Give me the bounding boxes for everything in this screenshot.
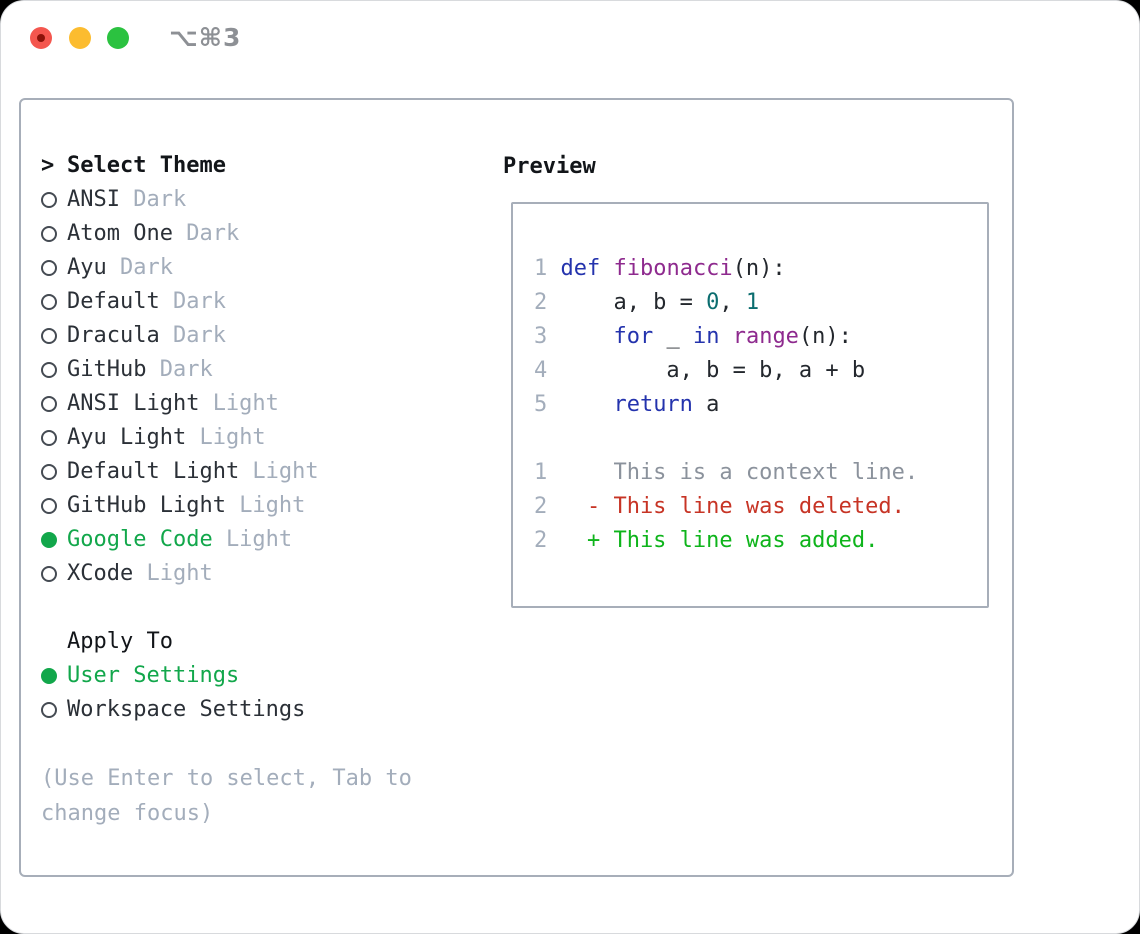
selected-radio-icon: [41, 668, 57, 684]
apply-option-label: User Settings: [67, 663, 240, 688]
theme-variant-badge: Light: [212, 391, 279, 416]
theme-option-ayu-dark[interactable]: Ayu Dark: [41, 251, 319, 285]
theme-list-title: Select Theme: [67, 153, 226, 178]
line-number: 2: [534, 494, 548, 519]
help-text: (Use Enter to select, Tab to change focu…: [41, 766, 412, 826]
theme-variant-badge: Dark: [159, 357, 213, 382]
theme-name: XCode: [67, 561, 134, 586]
line-number: 1: [534, 256, 548, 281]
theme-variant-badge: Light: [225, 527, 293, 552]
theme-option-ansi-light-light[interactable]: ANSI Light Light: [41, 387, 319, 421]
theme-name: Atom One: [67, 221, 173, 246]
radio-icon: [41, 464, 57, 480]
code-line: 4 a, b = b, a + b: [534, 354, 987, 388]
theme-variant-badge: Light: [239, 493, 306, 518]
line-number: 4: [534, 358, 548, 383]
radio-icon: [41, 702, 57, 718]
theme-option-github-light-light[interactable]: GitHub Light Light: [41, 489, 319, 523]
theme-variant-badge: Dark: [186, 221, 240, 246]
line-number: 1: [534, 460, 548, 485]
preview-title: Preview: [503, 153, 596, 179]
theme-option-ansi-dark[interactable]: ANSI Dark: [41, 183, 319, 217]
theme-variant-badge: Light: [146, 561, 213, 586]
theme-name: Ayu Light: [67, 425, 187, 450]
apply-to-title: Apply To: [67, 629, 173, 654]
line-number: 3: [534, 324, 548, 349]
line-number: 5: [534, 392, 548, 417]
blank-line: [534, 422, 987, 456]
apply-option-user-settings[interactable]: User Settings: [41, 659, 305, 693]
line-number: 2: [534, 528, 548, 553]
theme-option-dracula-dark[interactable]: Dracula Dark: [41, 319, 319, 353]
theme-name: Dracula: [67, 323, 160, 348]
diff-deleted-line: 2 - This line was deleted.: [534, 490, 987, 524]
close-button[interactable]: [30, 27, 52, 49]
theme-variant-badge: Light: [199, 425, 266, 450]
theme-name: GitHub: [67, 357, 147, 382]
apply-to-header: Apply To: [41, 625, 305, 659]
focus-arrow-icon: >: [41, 153, 55, 178]
radio-icon: [41, 260, 57, 276]
radio-icon: [41, 430, 57, 446]
theme-name: Ayu: [67, 255, 107, 280]
radio-icon: [41, 294, 57, 310]
theme-variant-badge: Dark: [133, 187, 187, 212]
radio-icon: [41, 328, 57, 344]
theme-list-header: > Select Theme: [41, 149, 319, 183]
theme-option-default-light-light[interactable]: Default Light Light: [41, 455, 319, 489]
radio-icon: [41, 498, 57, 514]
radio-icon: [41, 192, 57, 208]
apply-option-workspace-settings[interactable]: Workspace Settings: [41, 693, 305, 727]
radio-icon: [41, 226, 57, 242]
selected-radio-icon: [41, 532, 57, 548]
diff-added-line: 2 + This line was added.: [534, 524, 987, 558]
theme-option-xcode-light[interactable]: XCode Light: [41, 557, 319, 591]
theme-option-ayu-light-light[interactable]: Ayu Light Light: [41, 421, 319, 455]
theme-name: ANSI: [67, 187, 120, 212]
window-title: ⌥⌘3: [169, 23, 242, 52]
apply-option-label: Workspace Settings: [67, 697, 306, 722]
line-number: 2: [534, 290, 548, 315]
theme-variant-badge: Dark: [119, 255, 173, 280]
theme-variant-badge: Dark: [172, 289, 226, 314]
code-line: 3 for _ in range(n):: [534, 320, 987, 354]
theme-name: Google Code: [67, 527, 213, 552]
theme-variant-badge: Light: [252, 459, 319, 484]
code-line: 5 return a: [534, 388, 987, 422]
zoom-button[interactable]: [107, 27, 129, 49]
theme-name: GitHub Light: [67, 493, 226, 518]
theme-name: Default Light: [67, 459, 240, 484]
theme-option-default-dark[interactable]: Default Dark: [41, 285, 319, 319]
code-line: 2 a, b = 0, 1: [534, 286, 987, 320]
unsaved-indicator-dot: [37, 34, 45, 42]
theme-option-atom-one-dark[interactable]: Atom One Dark: [41, 217, 319, 251]
radio-icon: [41, 396, 57, 412]
minimize-button[interactable]: [69, 27, 91, 49]
theme-name: ANSI Light: [67, 391, 200, 416]
theme-option-github-dark[interactable]: GitHub Dark: [41, 353, 319, 387]
title-bar: ⌥⌘3: [1, 1, 1139, 73]
theme-name: Default: [67, 289, 160, 314]
radio-icon: [41, 362, 57, 378]
theme-option-google-code-light[interactable]: Google Code Light: [41, 523, 319, 557]
diff-context-line: 1 This is a context line.: [534, 456, 987, 490]
theme-variant-badge: Dark: [172, 323, 226, 348]
radio-icon: [41, 566, 57, 582]
